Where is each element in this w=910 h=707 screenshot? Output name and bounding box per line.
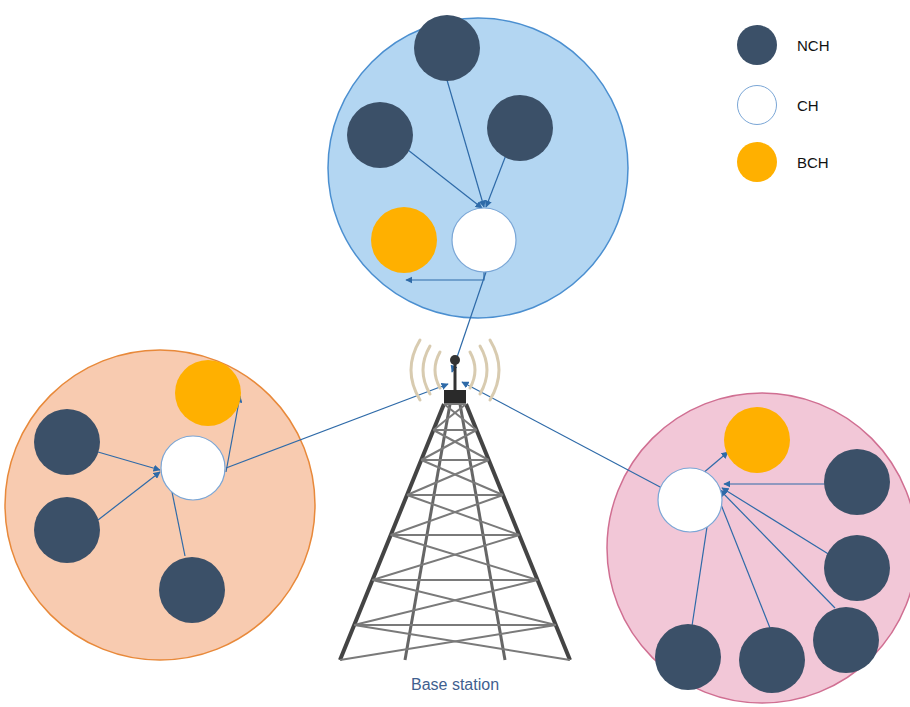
tower-brace — [340, 625, 556, 660]
legend-swatch — [737, 142, 777, 182]
station-label: Base station — [411, 676, 499, 694]
legend-row: BCH — [737, 142, 829, 182]
legend-text: CH — [797, 97, 819, 114]
tower-brace — [433, 404, 466, 430]
tower-brace — [391, 535, 538, 580]
tower-brace — [354, 580, 537, 625]
tower-brace — [421, 430, 476, 460]
tower-bar — [354, 624, 556, 626]
right-cluster — [462, 382, 910, 703]
tower-illustration — [340, 340, 570, 660]
tower-bar — [373, 579, 538, 581]
tower-bar — [433, 429, 476, 431]
tower-bar — [421, 459, 489, 461]
tower-brace — [407, 495, 519, 535]
tower-brace — [391, 495, 503, 535]
tower-brace — [433, 430, 488, 460]
legend-swatch — [737, 85, 777, 125]
tower-bar — [407, 494, 503, 496]
legend-row: CH — [737, 85, 819, 125]
tower-brace — [421, 460, 503, 495]
tower-brace — [407, 460, 489, 495]
legend-row: NCH — [737, 25, 830, 65]
left-cluster — [5, 350, 448, 660]
legend-text: NCH — [797, 37, 830, 54]
tower-brace — [373, 535, 520, 580]
legend-text: BCH — [797, 154, 829, 171]
tower-bar — [391, 534, 519, 536]
legend-swatch — [737, 25, 777, 65]
top-cluster — [328, 15, 628, 372]
tower-bar — [444, 403, 466, 405]
tower-brace — [373, 580, 556, 625]
tower-brace — [354, 625, 570, 660]
